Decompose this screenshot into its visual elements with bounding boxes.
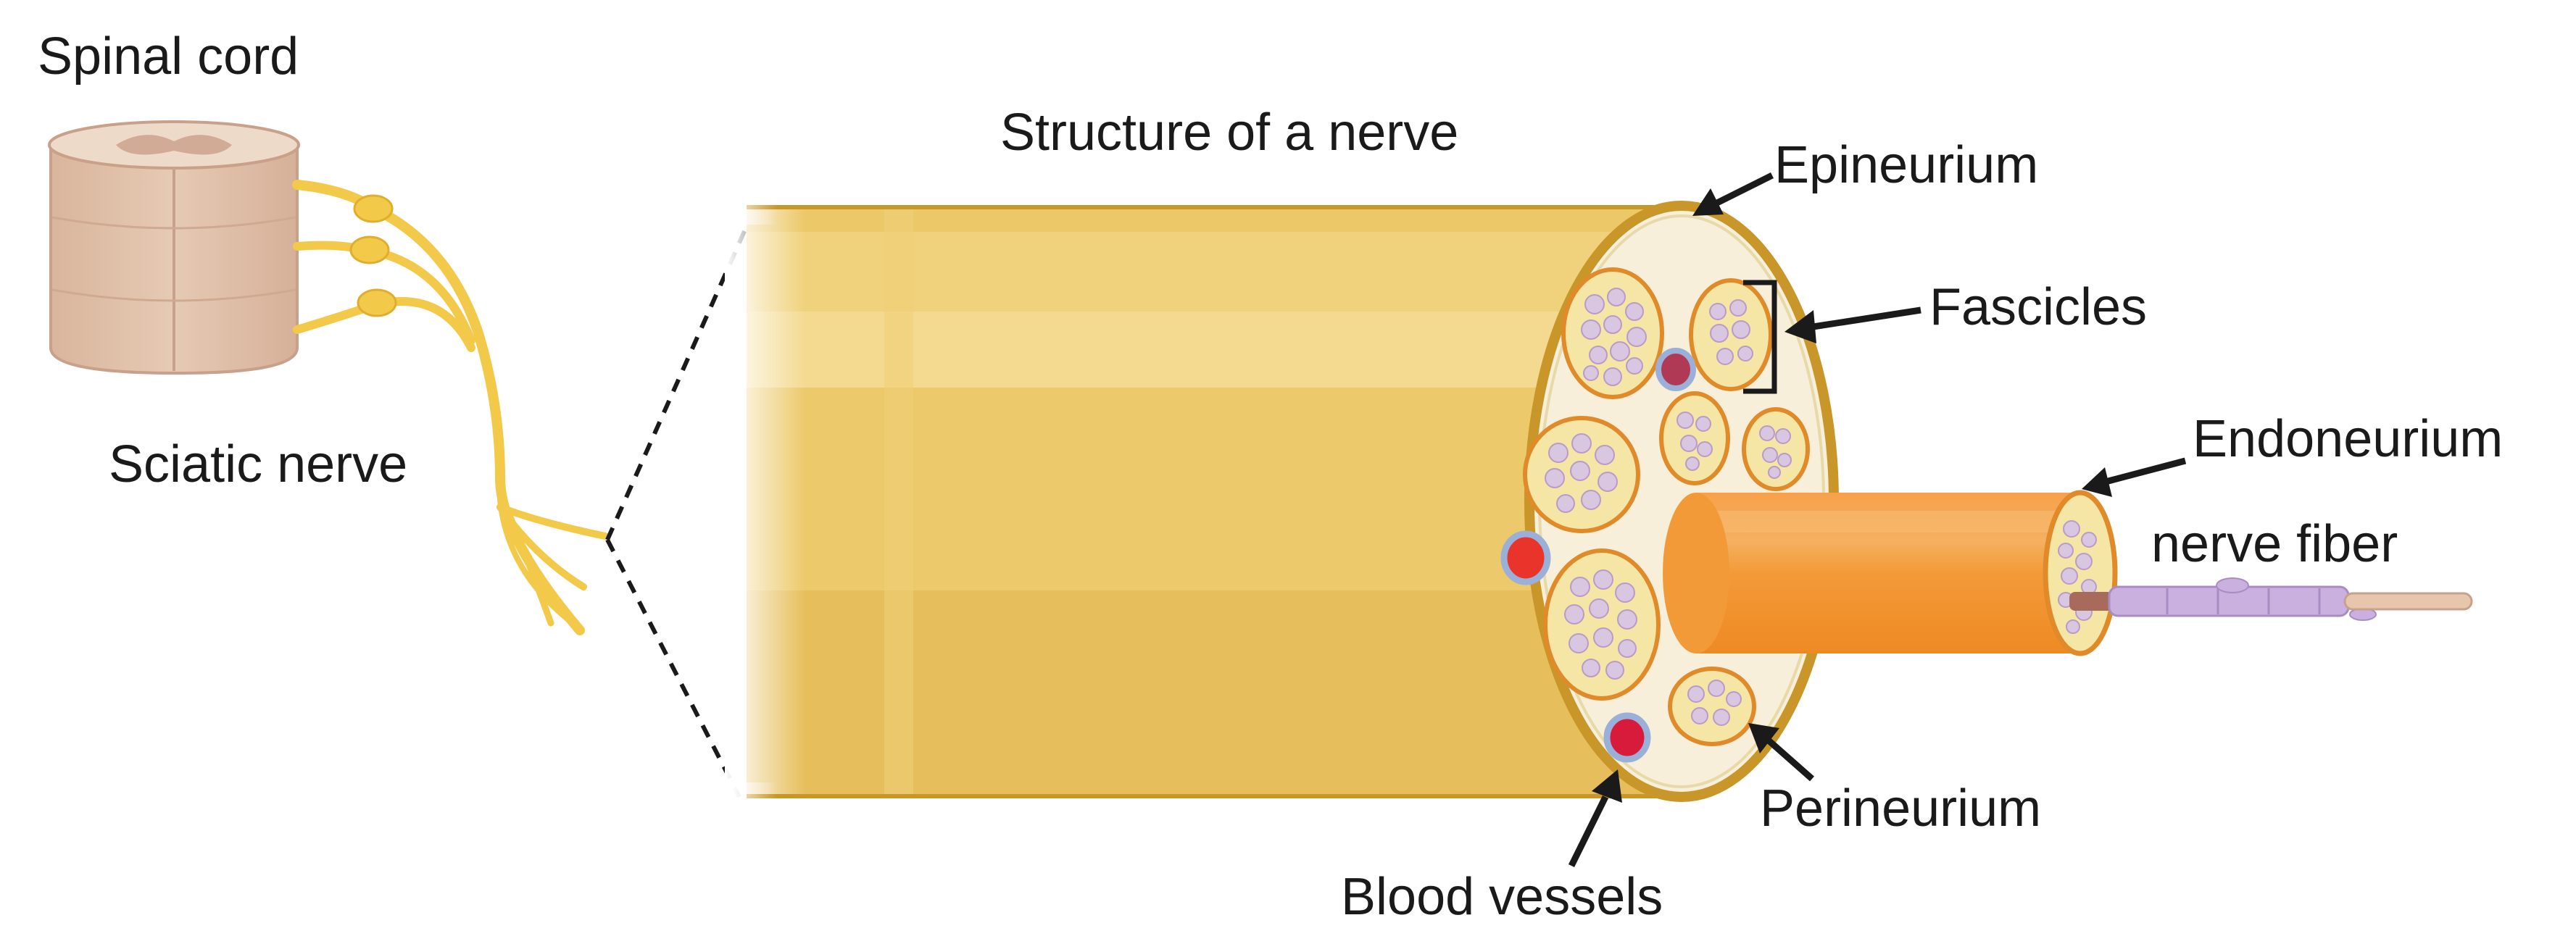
blood-vessels-label: Blood vessels bbox=[1341, 868, 1663, 926]
dorsal-root-ganglia bbox=[349, 194, 397, 317]
spinal-cord-label: Spinal cord bbox=[38, 28, 299, 85]
diagram-title: Structure of a nerve bbox=[1000, 104, 1458, 162]
fascicle bbox=[1742, 407, 1810, 491]
zoom-lines bbox=[605, 209, 756, 798]
epineurium-arrow bbox=[1692, 172, 1774, 216]
endoneurium-label: Endoneurium bbox=[2193, 410, 2503, 468]
perineurium-label: Perineurium bbox=[1760, 780, 2041, 838]
fascicle bbox=[1561, 267, 1664, 399]
blood-vessels-arrow bbox=[1568, 769, 1622, 867]
nerve-fiber bbox=[2069, 577, 2473, 621]
fascicle bbox=[1668, 667, 1756, 746]
blood-vessel bbox=[1655, 348, 1696, 391]
perineurium-arrow bbox=[1748, 723, 1814, 782]
endoneurium-arrow bbox=[2082, 457, 2187, 497]
nerve-fiber-label: nerve fiber bbox=[2151, 515, 2398, 573]
fascicle bbox=[1659, 391, 1730, 485]
blood-vessel bbox=[1603, 712, 1651, 763]
blood-vessel bbox=[1500, 530, 1551, 585]
fascicles-bracket bbox=[1743, 280, 1777, 394]
fascicle bbox=[1689, 278, 1773, 391]
spinal-cord bbox=[48, 120, 300, 375]
sciatic-nerve bbox=[292, 180, 609, 635]
fascicle bbox=[1523, 416, 1640, 533]
fascicles-arrow bbox=[1784, 306, 1921, 343]
endoneurium-tube bbox=[1663, 490, 2118, 656]
sciatic-nerve-label: Sciatic nerve bbox=[109, 435, 407, 493]
fascicle bbox=[1543, 548, 1661, 701]
epineurium-label: Epineurium bbox=[1774, 136, 2038, 194]
fascicles-label: Fascicles bbox=[1929, 278, 2147, 336]
